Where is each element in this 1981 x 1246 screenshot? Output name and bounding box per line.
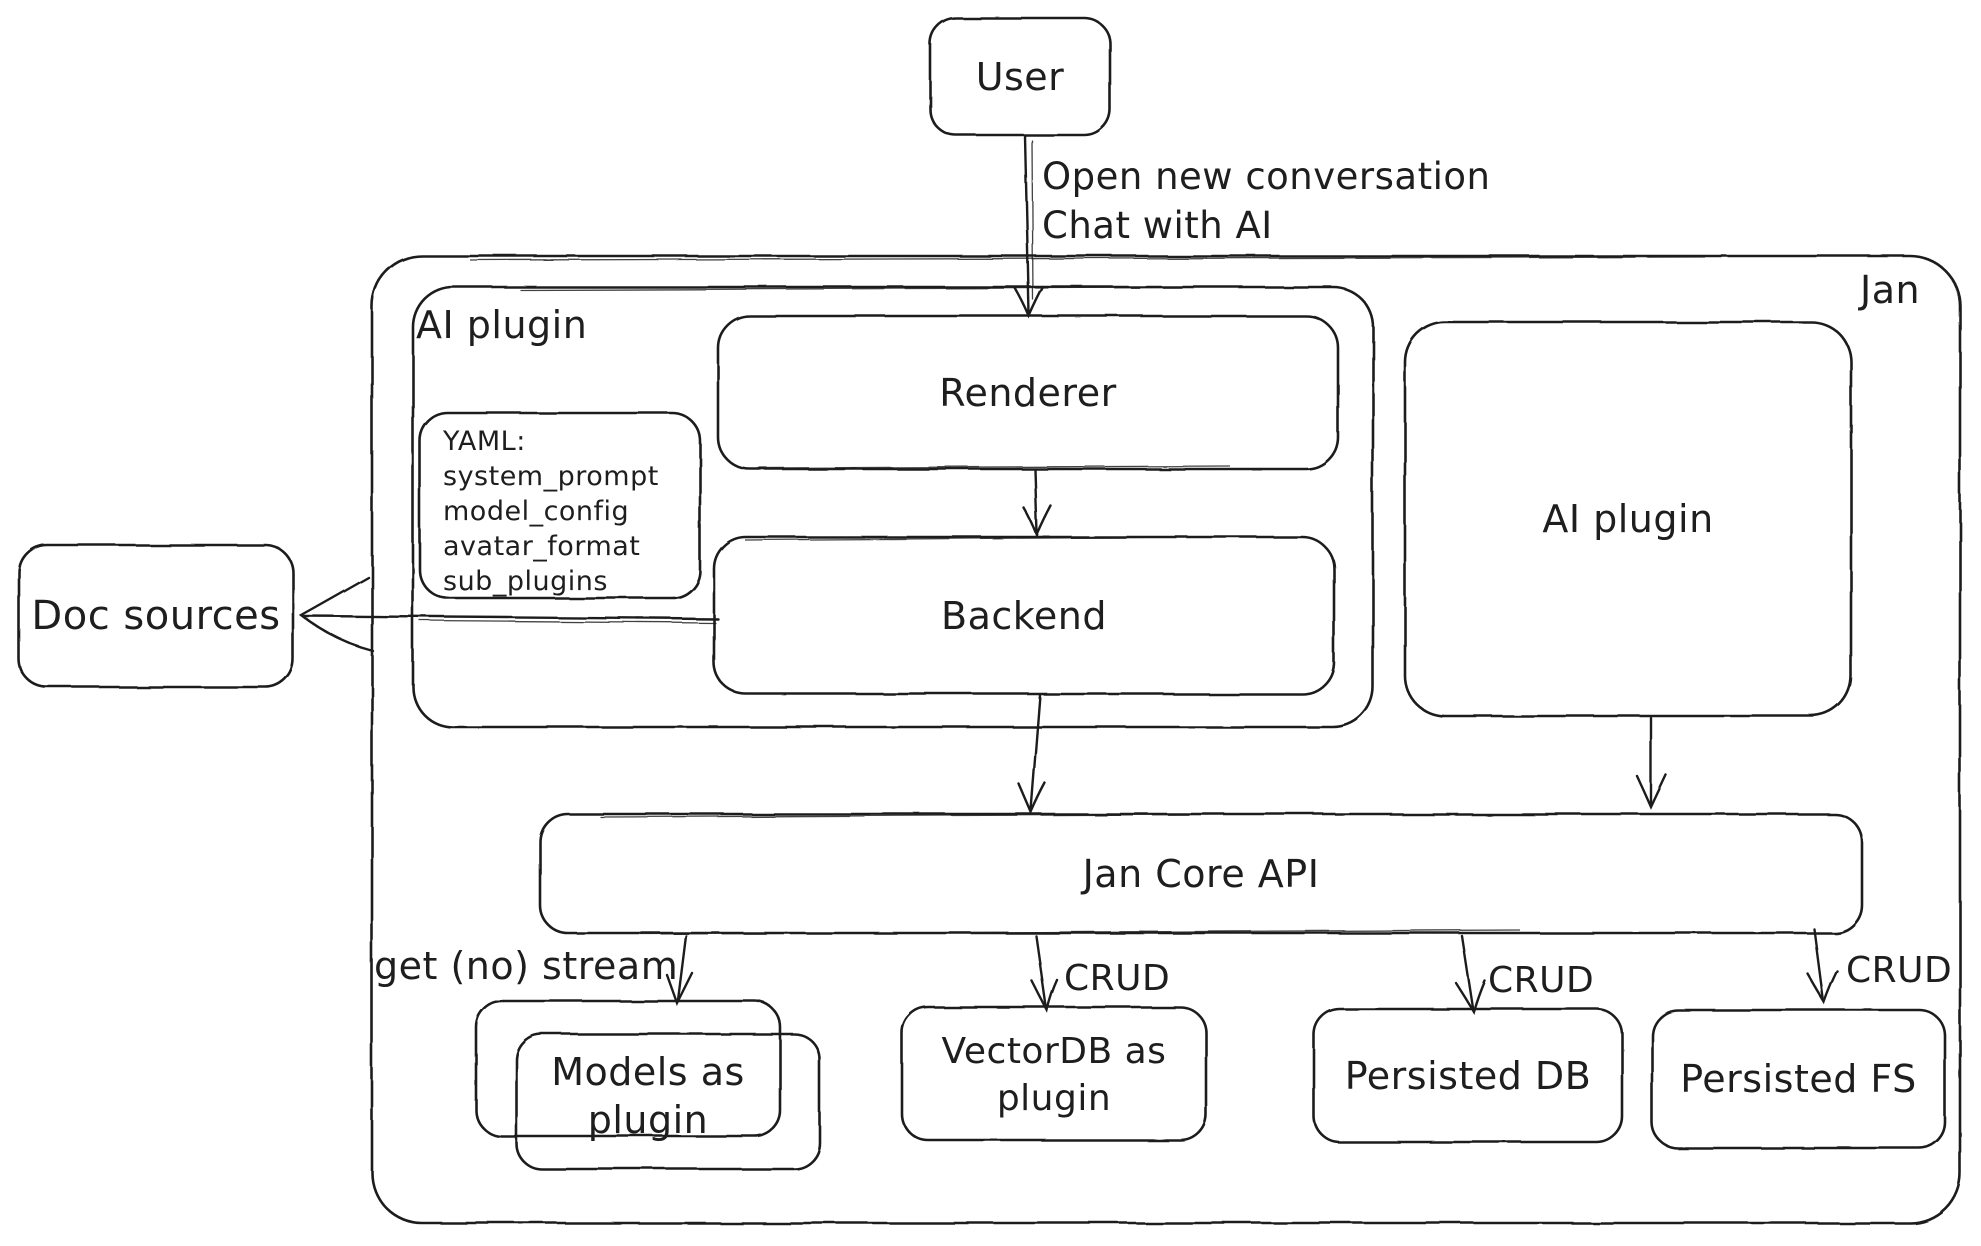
ai-plugin-group-label: AI plugin <box>416 303 588 347</box>
jan-container-box <box>370 254 1962 1225</box>
arrow-jan-core-api-to-persisted-db <box>1454 934 1487 1015</box>
ai-plugin-group-box <box>411 285 1375 729</box>
vectordb-node-label: VectorDB as plugin <box>941 1030 1167 1119</box>
models-node-front-box <box>514 1032 822 1171</box>
persisted-fs-node-box <box>1650 1008 1947 1150</box>
arrow-jan-core-api-to-persisted-fs <box>1805 927 1839 1005</box>
arrow-renderer-to-backend <box>1022 468 1053 539</box>
jan-core-api-node-label: Jan Core API <box>1082 851 1320 896</box>
arrow-backend-to-jan-core-api <box>1017 693 1047 816</box>
jan-container-label: Jan <box>1860 268 1921 312</box>
sketch-stroke <box>744 536 1191 541</box>
yaml-note-line: sub_plugins <box>443 566 608 597</box>
sketch-stroke <box>639 929 1521 935</box>
sketch-stroke <box>759 465 1231 469</box>
arrow-user-to-renderer <box>1013 135 1045 320</box>
yaml-note-line: avatar_format <box>443 531 641 562</box>
ai-plugin-node-label: AI plugin <box>1542 497 1714 541</box>
arrow-jan-core-api-to-models <box>665 934 694 1007</box>
sketch-stroke <box>599 813 1311 818</box>
user-node-label: User <box>975 54 1065 99</box>
models-node-label: Models as plugin <box>551 1050 745 1142</box>
yaml-note-line: model_config <box>443 496 630 527</box>
get-no-stream-edge-label: get (no) stream <box>374 944 679 988</box>
arrow-backend-to-doc-sources <box>298 575 720 653</box>
user-node-box <box>928 16 1112 137</box>
crud-persisted-fs-edge-label: CRUD <box>1846 950 1953 991</box>
doc-sources-node-box <box>17 543 295 689</box>
persisted-db-node-box <box>1312 1007 1624 1144</box>
user-flow-edge-label: Open new conversation Chat with AI <box>1042 152 1490 250</box>
sketch-stroke <box>519 286 1291 291</box>
crud-vectordb-edge-label: CRUD <box>1064 958 1171 999</box>
backend-node-label: Backend <box>941 593 1107 638</box>
user-flow-edge-label-line1: Open new conversation <box>1042 155 1491 198</box>
backend-node-box <box>712 535 1336 696</box>
arrow-jan-core-api-to-vectordb <box>1030 934 1059 1014</box>
user-flow-edge-label-line2: Chat with AI <box>1042 204 1273 247</box>
yaml-note-line: system_prompt <box>443 461 659 492</box>
yaml-note-box <box>418 411 702 600</box>
vectordb-node-box <box>900 1005 1208 1142</box>
doc-sources-node-label: Doc sources <box>31 593 281 639</box>
models-node-back-box <box>474 999 782 1138</box>
persisted-db-node-label: Persisted DB <box>1344 1053 1592 1098</box>
sketch-stroke <box>469 256 1706 261</box>
crud-persisted-db-edge-label: CRUD <box>1488 960 1595 1001</box>
arrow-ai-plugin-to-jan-core-api <box>1635 716 1668 810</box>
yaml-note-text: YAML: system_prompt model_config avatar_… <box>443 424 659 599</box>
persisted-fs-node-label: Persisted FS <box>1680 1057 1917 1101</box>
ai-plugin-node-box <box>1403 320 1853 718</box>
renderer-node-label: Renderer <box>939 370 1117 415</box>
yaml-note-line: YAML: <box>443 426 526 457</box>
